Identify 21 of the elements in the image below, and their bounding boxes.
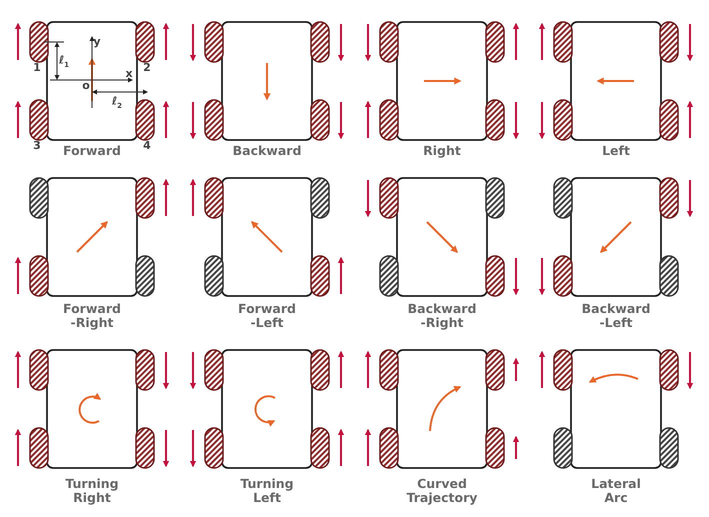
axis-label: y — [93, 36, 101, 48]
caption: Forward -Left — [238, 302, 296, 330]
wheel-number: 3 — [33, 140, 41, 152]
caption: Backward -Left — [582, 302, 650, 330]
caption: Left — [602, 144, 630, 158]
caption: Forward — [63, 144, 121, 158]
wheel-number: 4 — [143, 140, 151, 152]
caption: Curved Trajectory — [406, 477, 478, 504]
caption: Right — [423, 144, 461, 158]
caption: Turning Right — [65, 477, 119, 504]
axis-label: o — [82, 80, 90, 92]
dimension-label: ℓ$_{1}$ — [58, 54, 70, 70]
wheel-number: 1 — [33, 62, 41, 74]
caption: Backward -Right — [408, 302, 476, 330]
dimension-label: ℓ$_{2}$ — [112, 96, 122, 110]
axis-label: x — [125, 68, 133, 80]
wheel-number: 2 — [143, 62, 151, 74]
caption: Lateral Arc — [591, 477, 641, 504]
caption: Forward -Right — [63, 302, 121, 330]
caption: Backward — [232, 144, 302, 158]
caption: Turning Left — [240, 477, 294, 504]
